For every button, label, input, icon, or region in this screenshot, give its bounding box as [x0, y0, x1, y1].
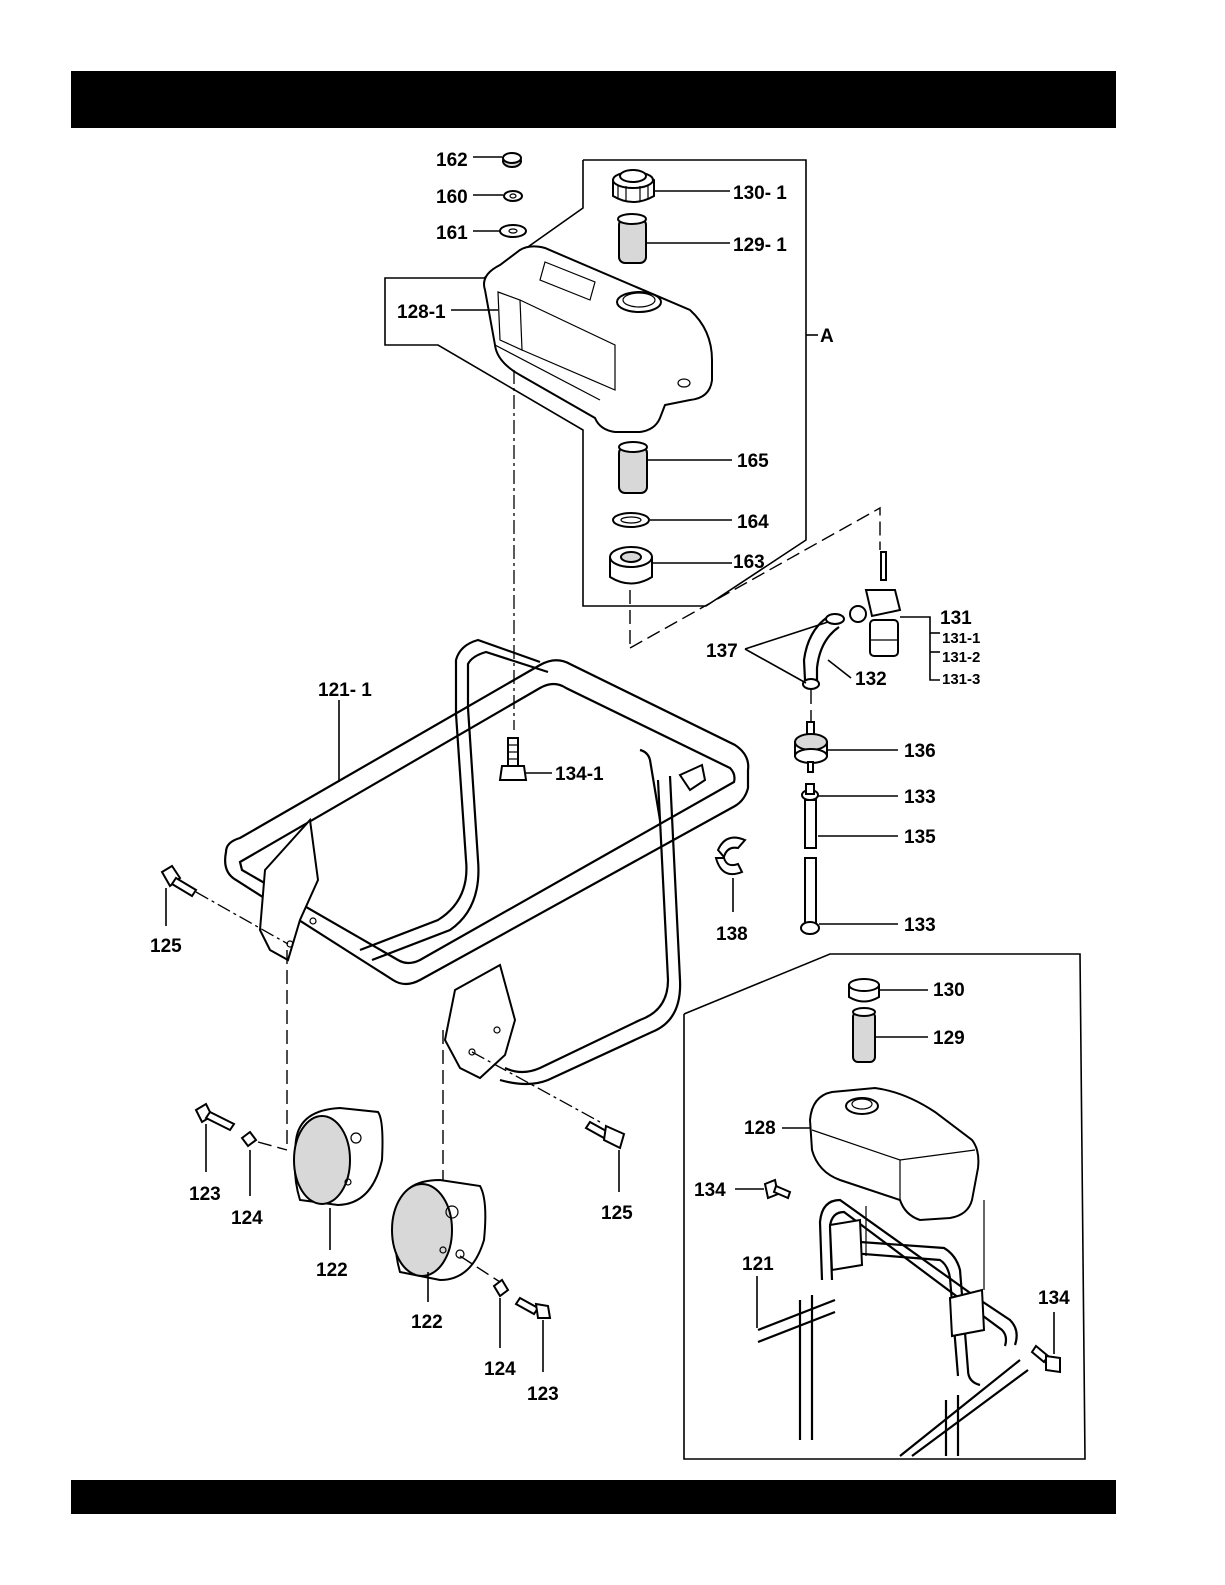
nut-163 — [610, 547, 652, 584]
washer-124-left — [242, 1132, 256, 1146]
fuel-tank-128-1 — [484, 246, 712, 432]
label-122-right: 122 — [411, 1312, 443, 1333]
label-131-3: 131-3 — [942, 671, 980, 688]
label-a: A — [820, 326, 834, 347]
clip-138 — [716, 838, 745, 875]
label-129: 129 — [933, 1028, 965, 1049]
bolt-134-inset-left — [765, 1180, 790, 1198]
label-162: 162 — [436, 150, 468, 171]
label-164: 164 — [737, 512, 769, 533]
label-121-1: 121- 1 — [318, 680, 372, 701]
label-130: 130 — [933, 980, 965, 1001]
fuel-filter-136 — [795, 722, 827, 772]
strainer-129 — [853, 1008, 875, 1062]
fuel-cap-130 — [849, 979, 879, 1002]
label-161: 161 — [436, 223, 468, 244]
label-134-inset-left: 134 — [694, 1180, 726, 1201]
label-122-left: 122 — [316, 1260, 348, 1281]
label-124-left: 124 — [231, 1208, 263, 1229]
label-163: 163 — [733, 552, 765, 573]
hose-132 — [803, 614, 844, 689]
washer-160 — [504, 191, 522, 201]
label-129-1: 129- 1 — [733, 235, 787, 256]
filter-165 — [619, 442, 647, 493]
label-131: 131 — [940, 608, 972, 629]
label-136: 136 — [904, 741, 936, 762]
label-132: 132 — [855, 669, 887, 690]
strainer-129-1 — [618, 214, 646, 263]
washer-161 — [500, 225, 526, 237]
fuel-cap-130-1 — [613, 170, 654, 202]
label-160: 160 — [436, 187, 468, 208]
label-133-lower: 133 — [904, 915, 936, 936]
label-123-left: 123 — [189, 1184, 221, 1205]
bolt-134-1 — [500, 738, 526, 780]
label-123-right: 123 — [527, 1384, 559, 1405]
label-121: 121 — [742, 1254, 774, 1275]
hose-135 — [805, 800, 816, 928]
bolt-123-left — [196, 1104, 234, 1130]
mount-122-right — [392, 1180, 485, 1280]
label-133-upper: 133 — [904, 787, 936, 808]
gasket-164 — [613, 513, 649, 527]
clamp-133-lower — [801, 922, 819, 934]
bolt-125-right — [586, 1122, 624, 1148]
label-128-1: 128-1 — [397, 302, 446, 323]
label-131-1: 131-1 — [942, 630, 980, 647]
nut-162 — [503, 153, 521, 167]
washer-124-right — [494, 1280, 508, 1296]
label-124-right: 124 — [484, 1359, 516, 1380]
label-125-right: 125 — [601, 1203, 633, 1224]
label-134-inset-right: 134 — [1038, 1288, 1070, 1309]
label-138: 138 — [716, 924, 748, 945]
inset-box — [684, 954, 1085, 1459]
label-135: 135 — [904, 827, 936, 848]
bolt-125-left — [162, 866, 196, 896]
fuel-cock-131 — [850, 552, 900, 656]
label-137: 137 — [706, 641, 738, 662]
label-165: 165 — [737, 451, 769, 472]
label-131-2: 131-2 — [942, 649, 980, 666]
mount-122-left — [294, 1108, 383, 1205]
frame-121 — [758, 1200, 1028, 1456]
label-130-1: 130- 1 — [733, 183, 787, 204]
label-125-left: 125 — [150, 936, 182, 957]
label-134-1: 134-1 — [555, 764, 604, 785]
bolt-134-inset-right — [1032, 1346, 1060, 1372]
clamp-133-upper — [802, 784, 818, 800]
bolt-123-right — [516, 1298, 550, 1318]
frame-121-1 — [225, 640, 748, 1084]
label-128: 128 — [744, 1118, 776, 1139]
